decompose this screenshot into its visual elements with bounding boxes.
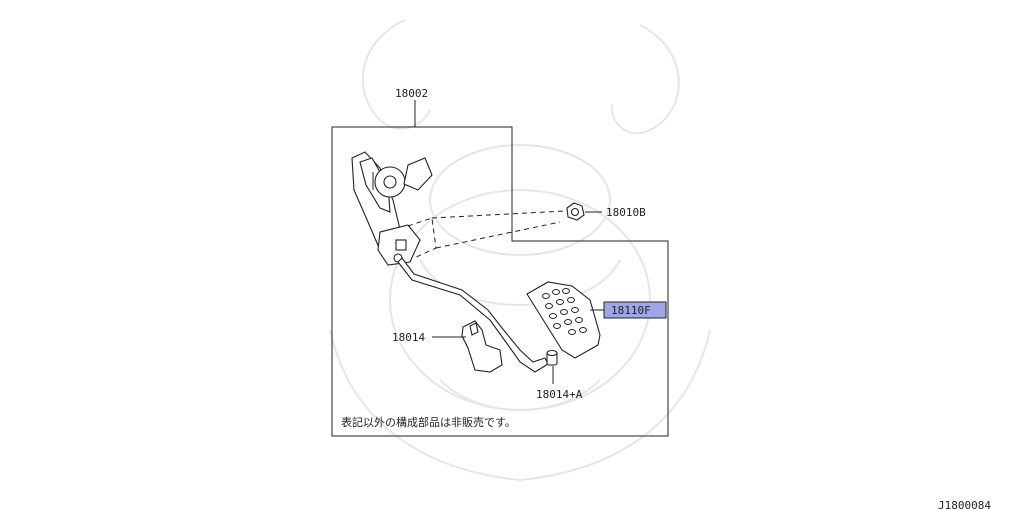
pedal-arm [397, 257, 549, 373]
watermark-emblem [329, 19, 711, 482]
nut-part [566, 202, 585, 221]
callout-18002[interactable]: 18002 [395, 87, 428, 100]
projection-lines [407, 210, 566, 259]
diagram-code: J1800084 [938, 499, 991, 510]
callout-18014a[interactable]: 18014+A [536, 388, 583, 401]
assembly-frame [331, 126, 669, 437]
callout-18010b[interactable]: 18010B [606, 206, 646, 219]
pedal-bracket [351, 151, 433, 266]
non-sale-note: 表記以外の構成部品は非販売です。 [341, 415, 516, 429]
callout-18110f-highlight[interactable] [603, 301, 667, 319]
callout-18014[interactable]: 18014 [392, 331, 425, 344]
callout-18110f[interactable]: 18110F [611, 304, 651, 317]
bushing-part [546, 349, 558, 366]
stopper-part [461, 320, 503, 373]
pedal-pad-part [526, 281, 601, 359]
